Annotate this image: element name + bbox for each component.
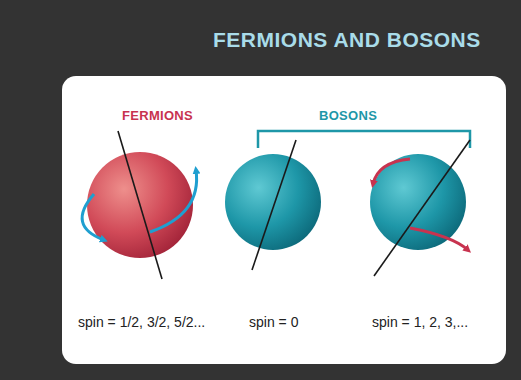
panel [62, 76, 506, 364]
spin-arrow [82, 194, 104, 240]
boson-sphere [225, 154, 321, 250]
spin-arrow [150, 170, 197, 232]
spin-axis [118, 131, 162, 279]
spin-label: spin = 1, 2, 3,... [372, 314, 468, 330]
group-heading: BOSONS [319, 108, 377, 123]
spin-axis [374, 140, 470, 276]
spin-arrow [373, 159, 410, 184]
spin-arrow [410, 228, 468, 250]
spin-label: spin = 1/2, 3/2, 5/2... [78, 314, 205, 330]
group-heading: FERMIONS [122, 108, 193, 123]
spin-axis [252, 140, 296, 270]
diagram-title: FERMIONS AND BOSONS [213, 28, 481, 52]
boson-bracket [258, 131, 470, 148]
boson-sphere [370, 154, 466, 250]
spin-label: spin = 0 [249, 314, 298, 330]
